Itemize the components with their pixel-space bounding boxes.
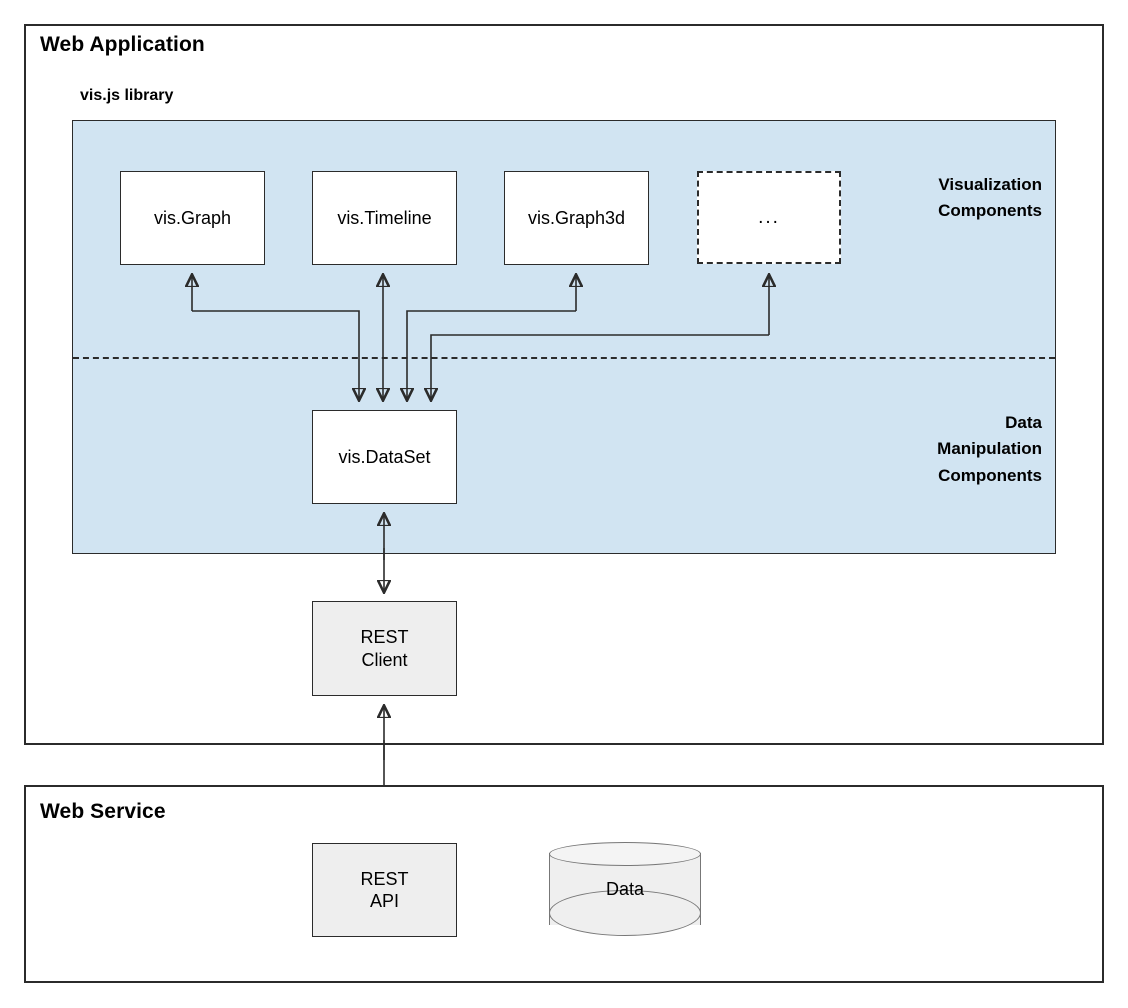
cylinder-bottom-ellipse [549, 890, 701, 936]
web-service-title: Web Service [40, 800, 166, 823]
node-more-components-placeholder[interactable]: ... [697, 171, 841, 264]
visualization-components-label: Visualization Components [938, 175, 1042, 221]
node-vis-graph[interactable]: vis.Graph [120, 171, 265, 265]
node-rest-api[interactable]: REST API [312, 843, 457, 937]
node-vis-graph3d[interactable]: vis.Graph3d [504, 171, 649, 265]
node-rest-client[interactable]: REST Client [312, 601, 457, 696]
vis-js-library-title: vis.js library [80, 87, 174, 104]
database-label: Data [605, 878, 645, 899]
node-vis-dataset[interactable]: vis.DataSet [312, 410, 457, 504]
node-vis-timeline[interactable]: vis.Timeline [312, 171, 457, 265]
data-manipulation-components-label: Data Manipulation Components [937, 413, 1042, 485]
layer-divider-dashed-line [73, 357, 1055, 359]
web-application-title: Web Application [40, 33, 205, 56]
cylinder-top-ellipse [549, 842, 701, 866]
node-database-data[interactable]: Data [549, 842, 701, 936]
